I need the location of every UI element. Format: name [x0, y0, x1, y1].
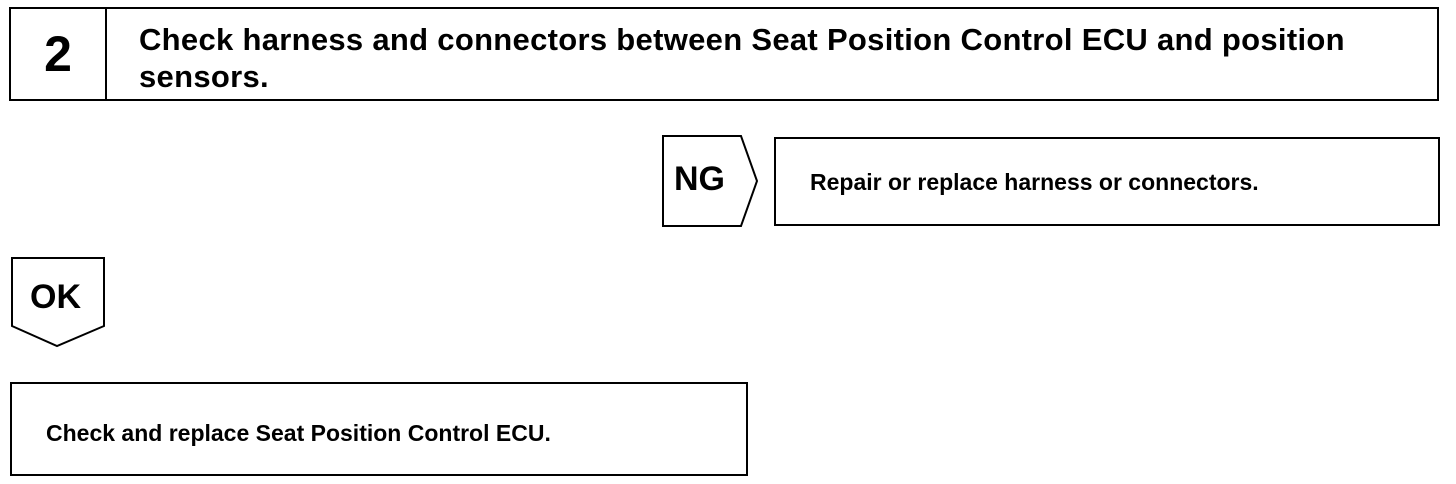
ng-label: NG	[674, 160, 725, 198]
ok-action-text: Check and replace Seat Position Control …	[46, 420, 551, 446]
step-title: Check harness and connectors between Sea…	[139, 22, 1345, 94]
ng-branch-label: NG	[661, 134, 761, 228]
step-header: 2 Check harness and connectors between S…	[9, 7, 1439, 101]
ng-action-text: Repair or replace harness or connectors.	[810, 169, 1259, 195]
ok-arrow-shape	[11, 257, 105, 348]
ok-label: OK	[30, 278, 81, 316]
ng-action-box: Repair or replace harness or connectors.	[774, 137, 1440, 226]
ok-action-box: Check and replace Seat Position Control …	[10, 382, 748, 476]
ng-arrow-shape	[662, 135, 759, 227]
step-number: 2	[11, 9, 107, 99]
ok-branch-label: OK	[10, 256, 106, 348]
